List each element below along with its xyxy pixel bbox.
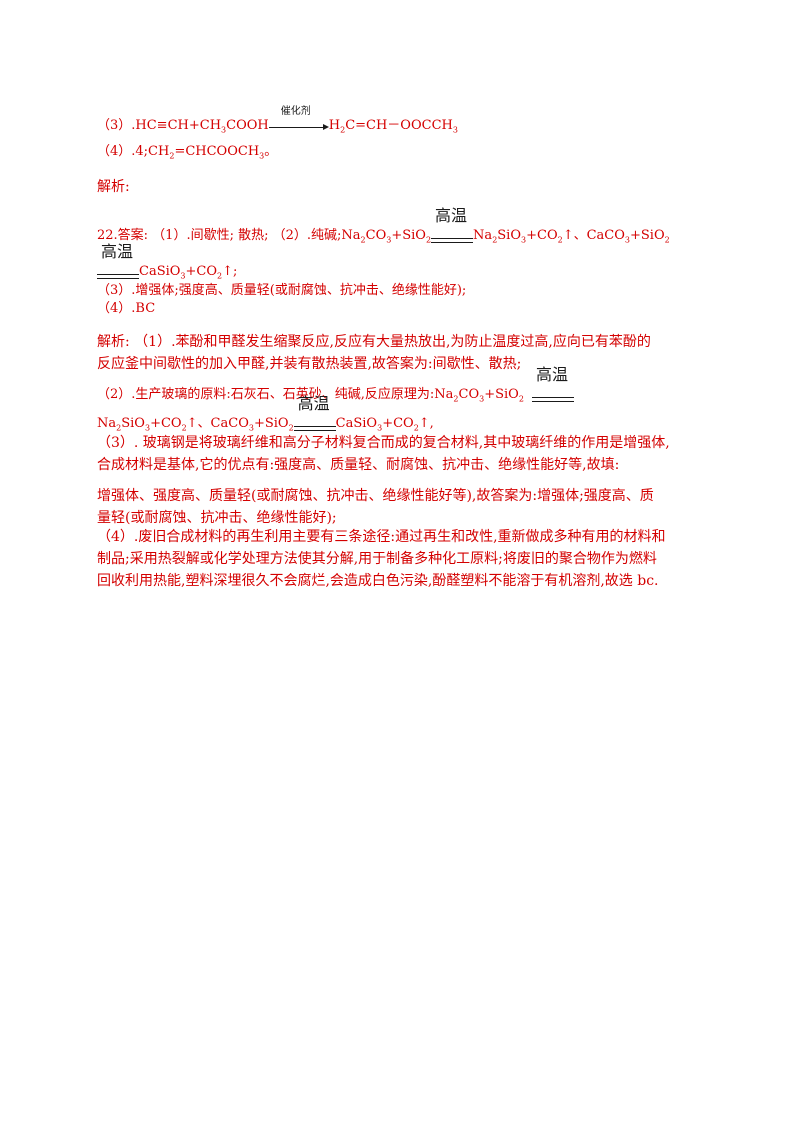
analysis-line-1: 解析: （1）.苯酚和甲醛发生缩聚反应,反应有大量热放出,为防止温度过高,应向已…	[97, 334, 651, 350]
line-4: （4）.4;CH2=CHCOOCH3。	[97, 144, 278, 161]
analysis-line-3: （2）.生产玻璃的原料:石灰石、石英砂、纯碱,反应原理为:Na2CO3+SiO2…	[97, 366, 574, 409]
arrow-icon	[268, 124, 329, 130]
analysis-line-5: （3）. 玻璃钢是将玻璃纤维和高分子材料复合而成的复合材料,其中玻璃纤维的作用是…	[97, 435, 670, 451]
analysis-heading-1: 解析:	[97, 179, 130, 195]
analysis-line-9: （4）.废旧合成材料的再生利用主要有三条途径:通过再生和改性,重新做成多种有用的…	[97, 529, 666, 545]
analysis-line-7: 增强体、强度高、质量轻(或耐腐蚀、抗冲击、绝缘性能好等),故答案为:增强体;强度…	[97, 488, 654, 504]
high-temp-condition: 高温	[97, 243, 139, 281]
answer-22-line-4: （4）.BC	[97, 301, 156, 316]
high-temp-condition: 高温	[531, 366, 574, 404]
high-temp-condition: 高温	[431, 207, 474, 245]
analysis-line-6: 合成材料是基体,它的优点有:强度高、质量轻、耐腐蚀、抗冲击、绝缘性能好等,故填:	[97, 457, 620, 473]
analysis-line-10: 制品;采用热裂解或化学处理方法使其分解,用于制备多种化工原料;将废旧的聚合物作为…	[97, 551, 657, 567]
analysis-line-8: 量轻(或耐腐蚀、抗冲击、绝缘性能好);	[97, 510, 337, 526]
analysis-line-11: 回收利用热能,塑料深埋很久不会腐烂,会造成白色污染,酚醛塑料不能溶于有机溶剂,故…	[97, 573, 659, 589]
answer-22-line-3: （3）.增强体;强度高、质量轻(或耐腐蚀、抗冲击、绝缘性能好);	[97, 283, 467, 298]
analysis-line-2: 反应釜中间歇性的加入甲醛,并装有散热装置,故答案为:间歇性、散热;	[97, 356, 522, 372]
high-temp-condition: 高温	[293, 395, 336, 433]
catalyst-arrow: 催化剂	[268, 106, 329, 135]
